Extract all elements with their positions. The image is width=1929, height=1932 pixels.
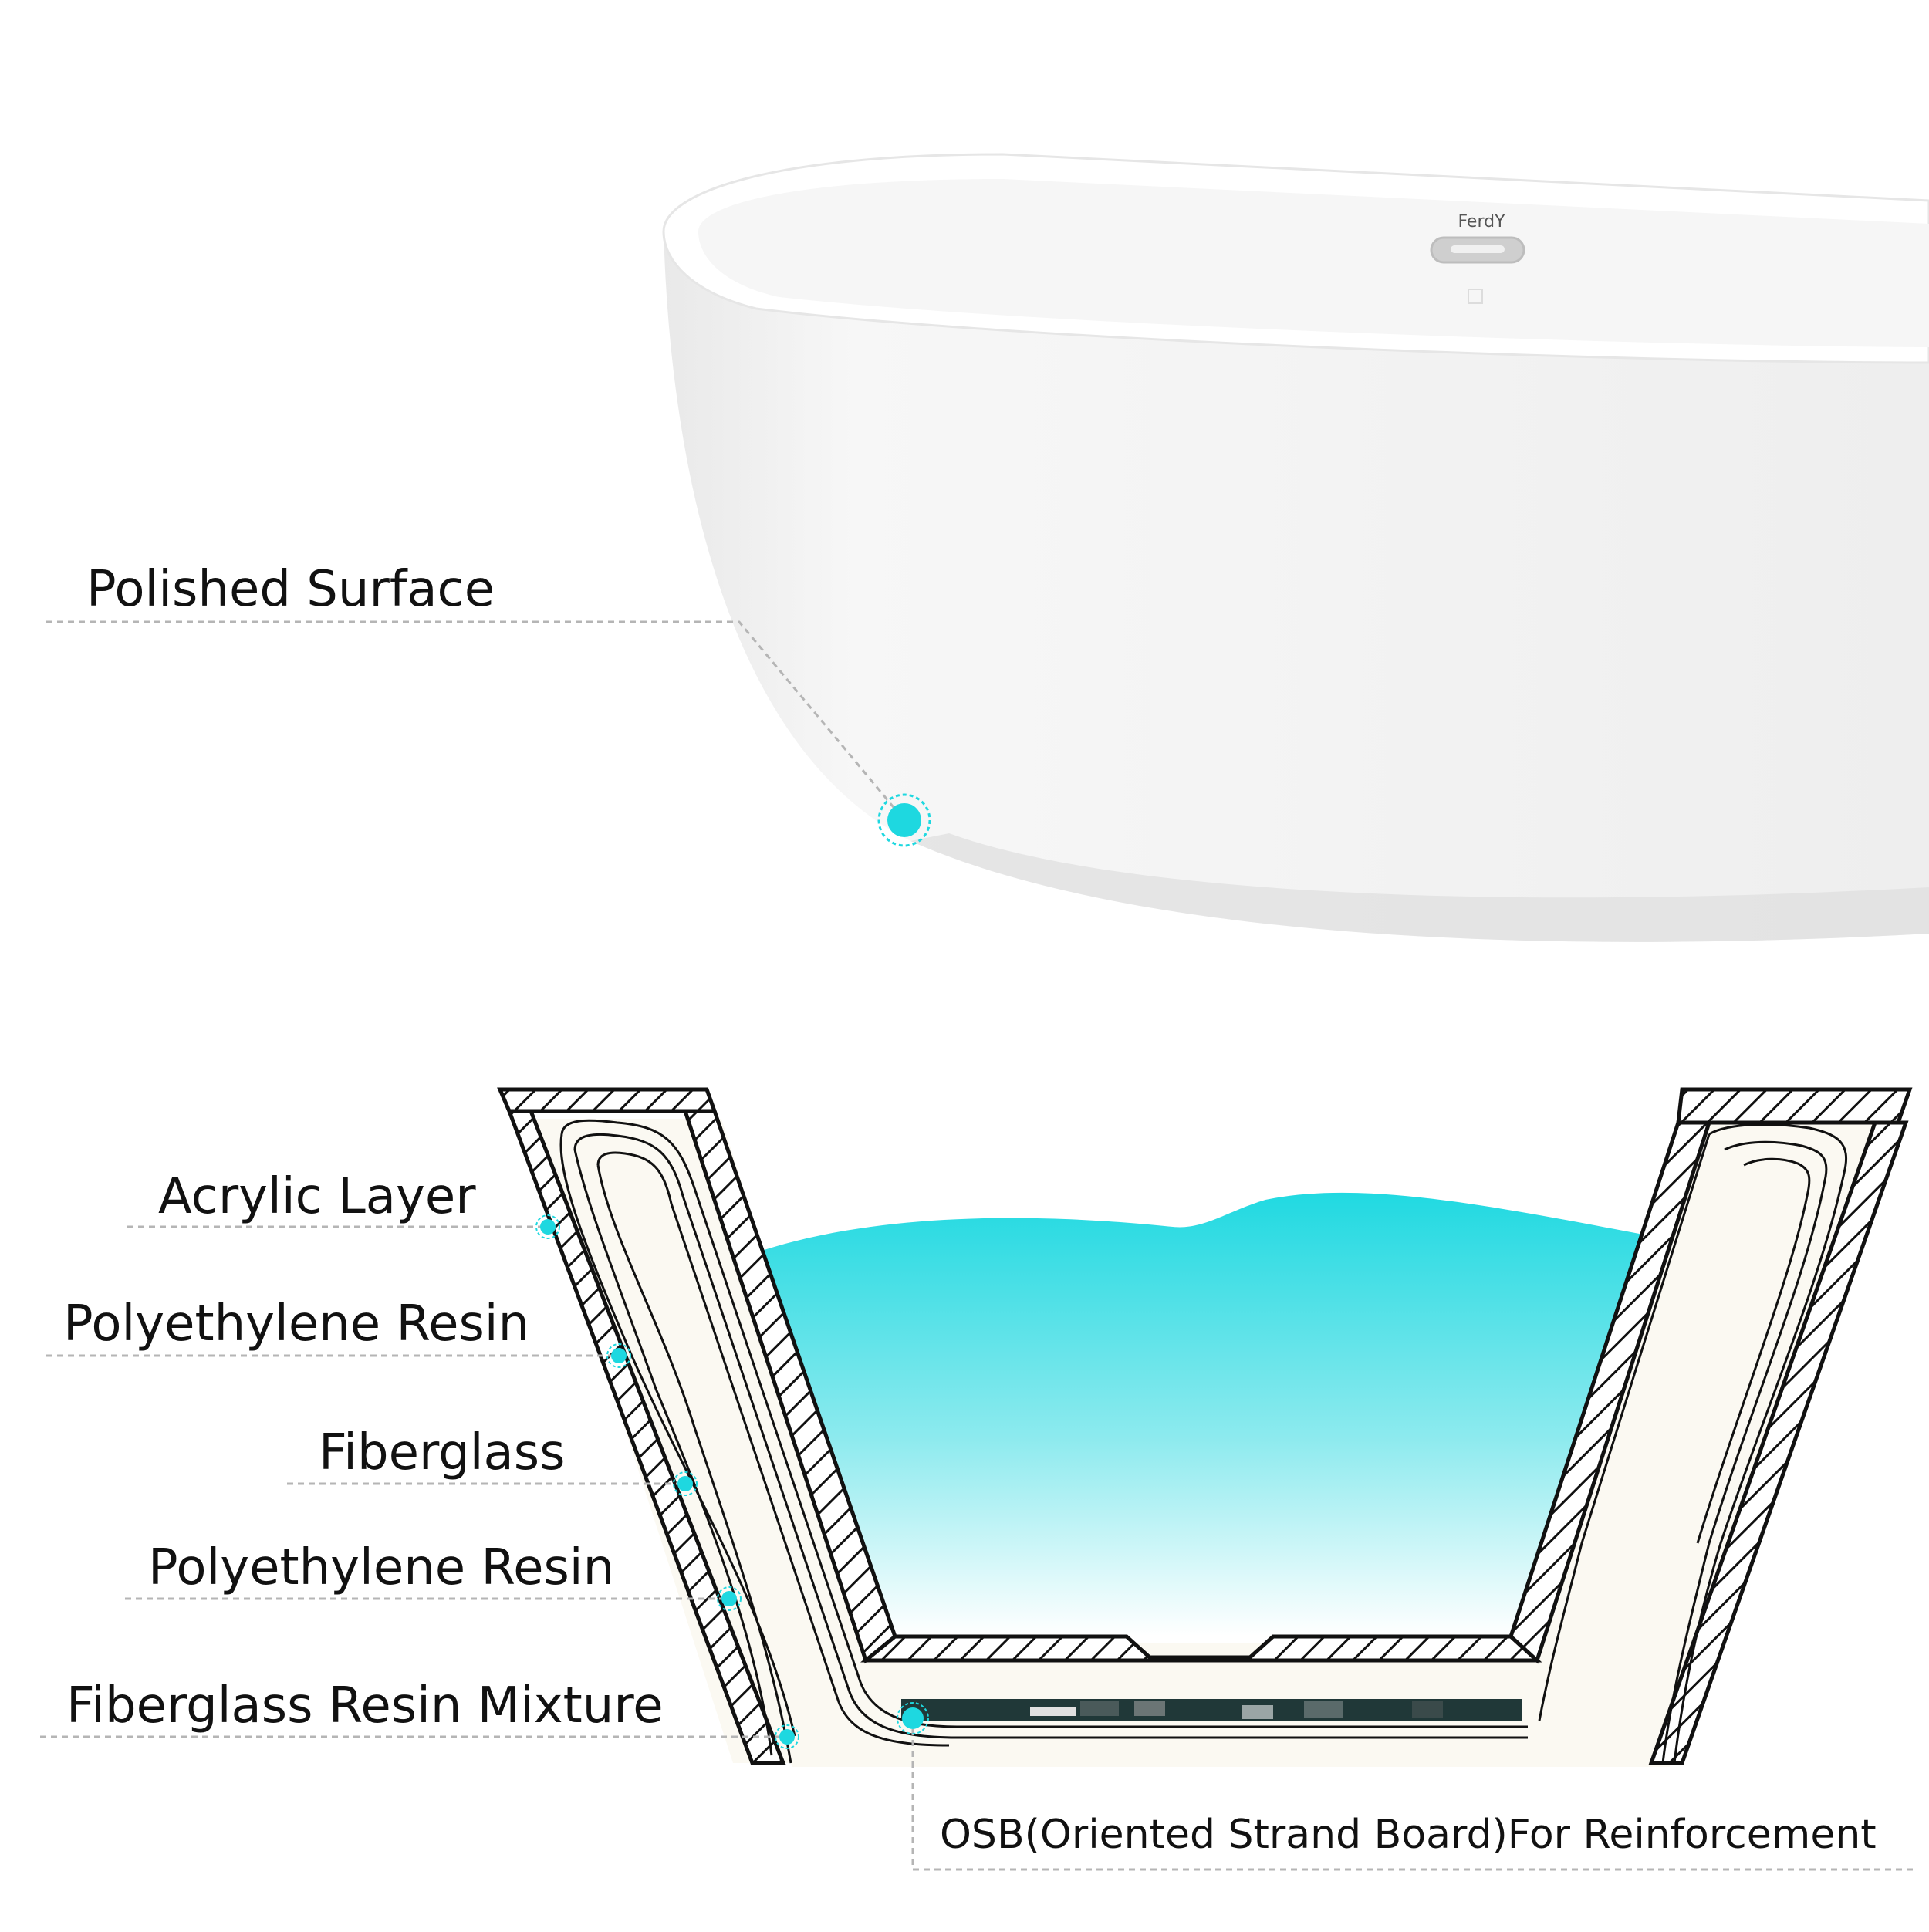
right-hatch-top (1676, 1087, 1913, 1125)
right-hatch-outer (1648, 1120, 1909, 1765)
label-polished-surface: Polished Surface (86, 561, 495, 618)
bathtub-render (662, 153, 1929, 942)
tub-inner-basin (698, 179, 1929, 347)
water (764, 1192, 1644, 1636)
left-hatch-top (497, 1087, 718, 1113)
tub-body (664, 208, 1929, 942)
label-acrylic-layer: Acrylic Layer (158, 1168, 476, 1225)
callout-dot-ring (877, 793, 931, 847)
tub-body-shade (910, 833, 1929, 942)
label-fiberglass: Fiberglass (319, 1424, 566, 1481)
callout-dots (535, 1214, 929, 1749)
label-osb-reinforcement: OSB(Oriented Strand Board)For Reinforcem… (940, 1812, 1877, 1858)
label-polyethylene-resin-2: Polyethylene Resin (148, 1539, 615, 1596)
callout-polished-surface (46, 620, 931, 847)
qr-mark-icon (1468, 289, 1483, 304)
cross-section (497, 1087, 1913, 1767)
right-layer-contours (1538, 1123, 1848, 1764)
callout-dot (887, 803, 921, 837)
callout-leaders (40, 1225, 1914, 1871)
label-fiberglass-resin-mixture: Fiberglass Resin Mixture (66, 1677, 664, 1734)
brand-logo: FerdY (1458, 212, 1505, 231)
label-polyethylene-resin-1: Polyethylene Resin (63, 1295, 530, 1353)
osb-board (901, 1699, 1522, 1721)
